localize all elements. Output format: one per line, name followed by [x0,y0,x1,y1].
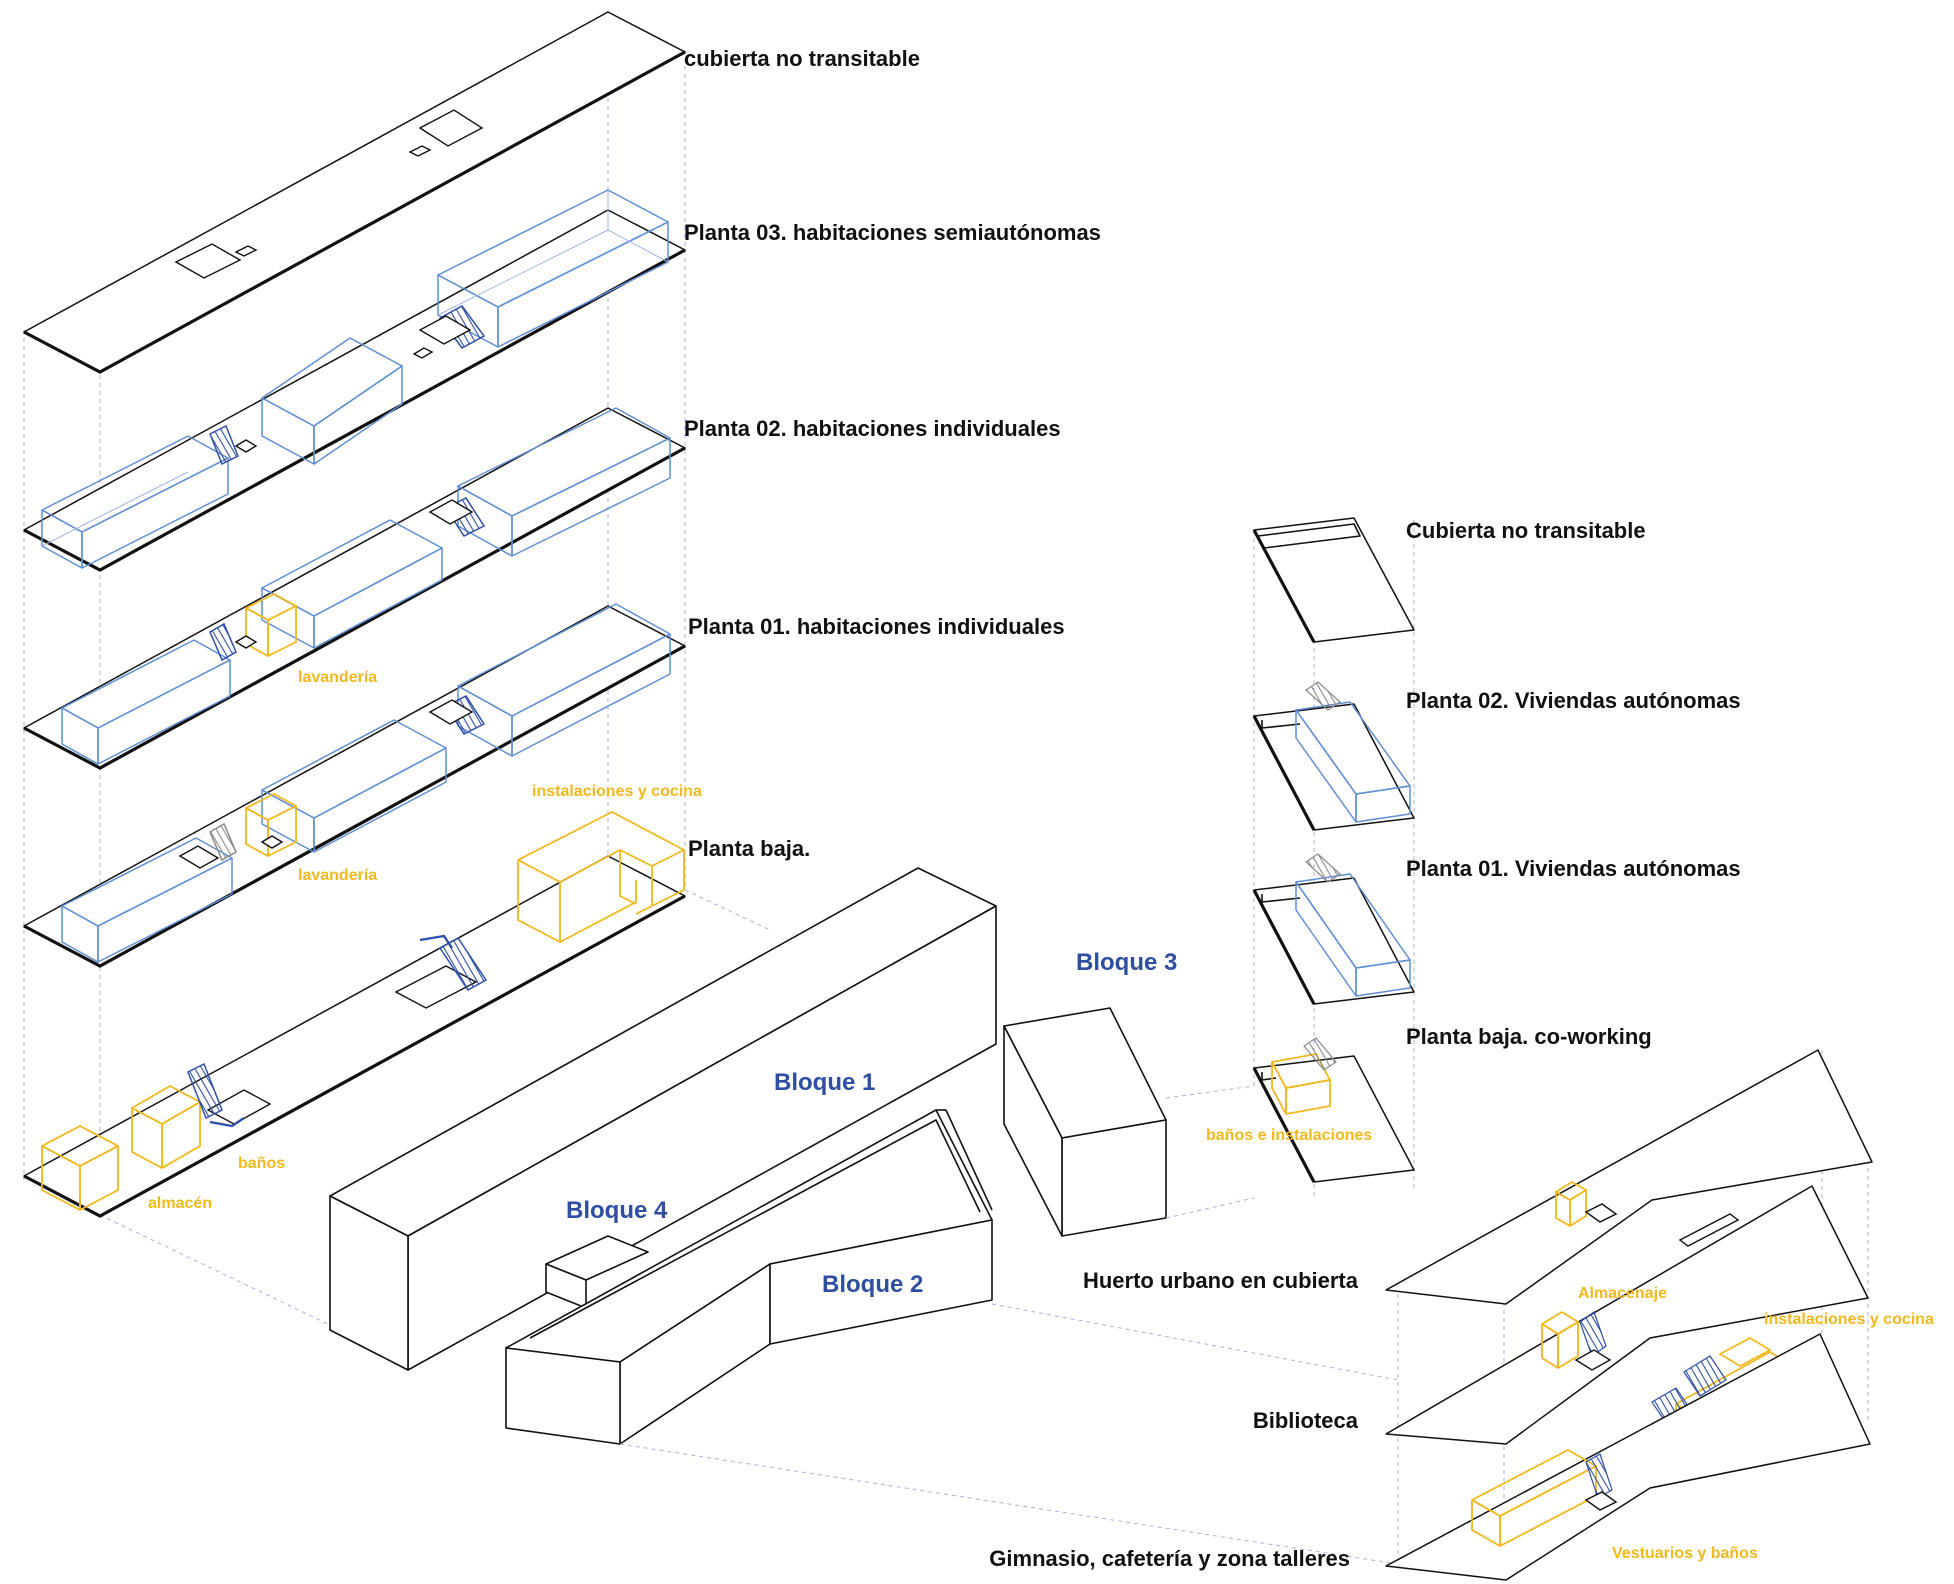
block1-floor-01 [23,603,686,968]
block2-ground-floor [1385,1333,1871,1581]
program-volume [61,639,231,765]
stair-icon [1305,853,1341,883]
service-volume [1271,1053,1331,1115]
stair-icon [187,1062,223,1120]
block3-floor-01 [1252,853,1415,1005]
service-label-banos: baños [238,1155,285,1172]
program-volume [61,837,233,963]
block1-floor-03 [23,189,686,572]
block-name-b3: Bloque 3 [1076,949,1177,976]
service-label-lavanderia: lavandería [298,669,377,686]
service-volume [1555,1181,1587,1227]
block1-exploded-floors: cubierta no transitable Planta 03. habit… [23,10,1101,1326]
level-label-floor-02: Planta 02. habitaciones individuales [684,416,1061,441]
block1-ground-floor [23,811,686,1218]
level-label-floor-01: Planta 01. habitaciones individuales [688,614,1065,639]
level-label-library: Biblioteca [1253,1408,1359,1433]
stair-icon [209,622,237,662]
block1-roof-slab [23,11,686,374]
block2-exploded-floors: Huerto urbano en cubierta Biblioteca Gim… [989,1049,1934,1581]
block-name-b4: Bloque 4 [566,1197,668,1224]
massing-bloque-3 [1003,1007,1167,1237]
service-label-instalaciones: instalaciones y cocina [532,783,702,800]
service-label-vestuarios: Vestuarios y baños [1612,1545,1758,1562]
stair-icon [1305,681,1341,711]
service-volume [1541,1311,1579,1369]
service-label-lavanderia: lavandería [298,867,377,884]
service-label-almacen: almacén [148,1195,212,1212]
level-label-floor-03: Planta 03. habitaciones semiautónomas [684,220,1101,245]
block2-roof-garden [1385,1049,1873,1305]
service-label-instalaciones: instalaciones y cocina [1764,1311,1934,1328]
stair-icon [209,424,239,466]
stair-icon [438,937,488,991]
block3-roof [1252,517,1415,643]
stair-icon [1303,1037,1337,1071]
level-label-roof: Cubierta no transitable [1406,518,1646,543]
stair-icon [1683,1355,1727,1397]
massing-bloque-2 [505,1109,993,1445]
level-label-floor-01: Planta 01. Viviendas autónomas [1406,856,1741,881]
service-label-banos: baños e instalaciones [1206,1127,1372,1144]
stair-icon [1579,1311,1607,1357]
block3-exploded-floors: Cubierta no transitable Planta 02. Vivie… [1206,517,1741,1198]
site-massing: Bloque 1 Bloque 3 Bloque 4 Bloque 2 [329,867,1399,1565]
massing-bloque-4 [545,1235,649,1309]
stair-icon [209,822,237,862]
level-label-ground: Planta baja. co-working [1406,1024,1652,1049]
stair-icon [1585,1453,1613,1499]
block3-ground-floor [1252,1037,1415,1183]
level-label-ground: Gimnasio, cafetería y zona talleres [989,1546,1350,1571]
block-name-b2: Bloque 2 [822,1271,923,1298]
block1-floor-02 [23,407,686,770]
level-label-floor-02: Planta 02. Viviendas autónomas [1406,688,1741,713]
service-volume [517,811,685,943]
massing-bloque-1 [329,867,997,1371]
service-label-almacenaje: Almacenaje [1578,1285,1667,1302]
block3-floor-02 [1252,681,1415,831]
level-label-roof: cubierta no transitable [684,46,920,71]
level-label-ground: Planta baja. [688,836,810,861]
program-volume [261,337,403,465]
service-volume [245,593,297,657]
void-opening-icon [174,243,242,279]
program-volume [437,189,669,348]
block-name-b1: Bloque 1 [774,1069,875,1096]
service-volume [41,1125,119,1211]
void-opening-icon [418,109,484,147]
level-label-roof: Huerto urbano en cubierta [1083,1268,1359,1293]
